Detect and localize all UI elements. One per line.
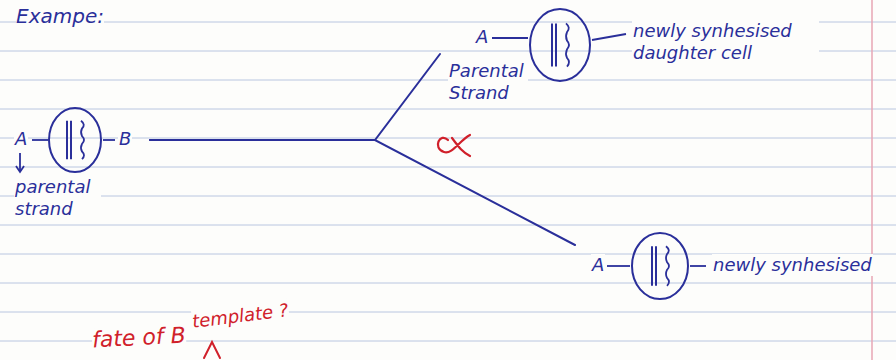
red-mark — [438, 135, 470, 156]
cell-label: newly synhesised daughter cell — [632, 20, 819, 64]
cell-group: Anewly synhesised — [575, 228, 890, 304]
cell-label: Parental Strand — [448, 60, 528, 104]
fork-line — [150, 54, 440, 140]
cell-label: parental strand — [14, 176, 101, 220]
cell-label: A — [591, 254, 605, 276]
margin-note: fate of B — [91, 324, 186, 353]
caret-mark — [204, 342, 220, 358]
title: Exampe: — [16, 4, 104, 28]
cell-group: Aparental strand B — [8, 100, 150, 225]
margin-note: template ? — [191, 298, 290, 334]
fork-line — [150, 140, 575, 245]
cell-label: A — [475, 26, 489, 48]
cell-label: A — [14, 128, 28, 150]
cell-label: B — [118, 128, 132, 150]
cell-group: A Parental Strand newly synhesised daughte… — [440, 4, 830, 108]
cell-label: newly synhesised — [712, 254, 873, 276]
